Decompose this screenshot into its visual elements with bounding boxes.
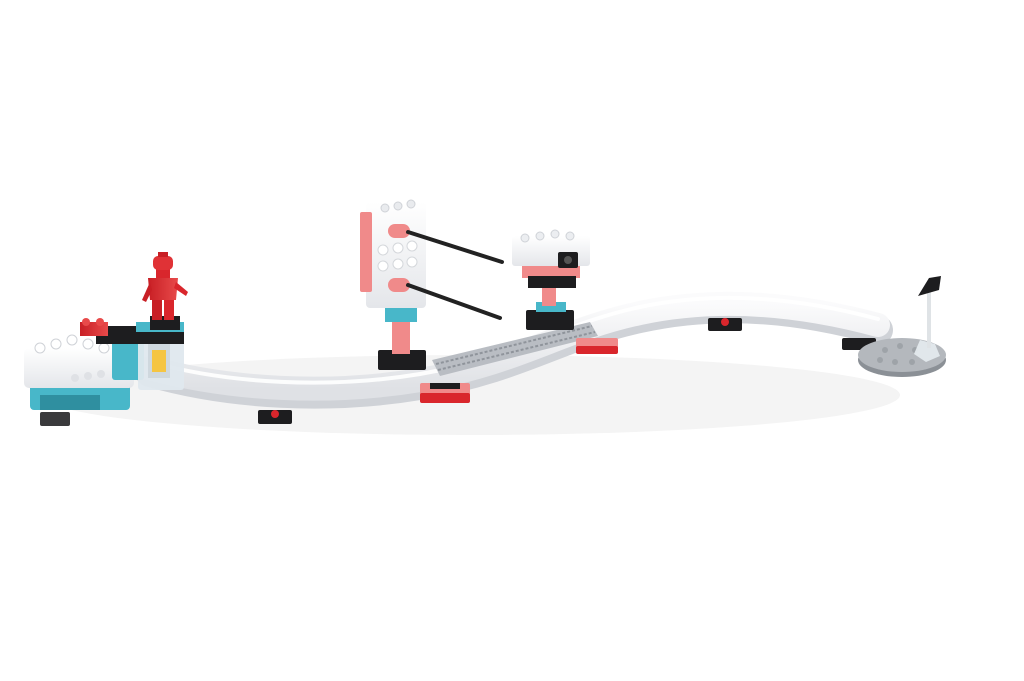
sensor-tower	[360, 199, 504, 370]
color-sensor-post	[512, 229, 590, 330]
axle-top	[406, 230, 504, 264]
turntable-base	[858, 338, 946, 377]
finish-flag	[918, 276, 941, 348]
track-support-1	[258, 410, 292, 424]
rail-section	[432, 322, 598, 376]
axle-bottom	[406, 283, 502, 320]
track-support-3	[576, 338, 618, 354]
track-support-4	[708, 318, 742, 331]
minifigure	[142, 252, 188, 330]
track-support-2	[420, 383, 470, 403]
